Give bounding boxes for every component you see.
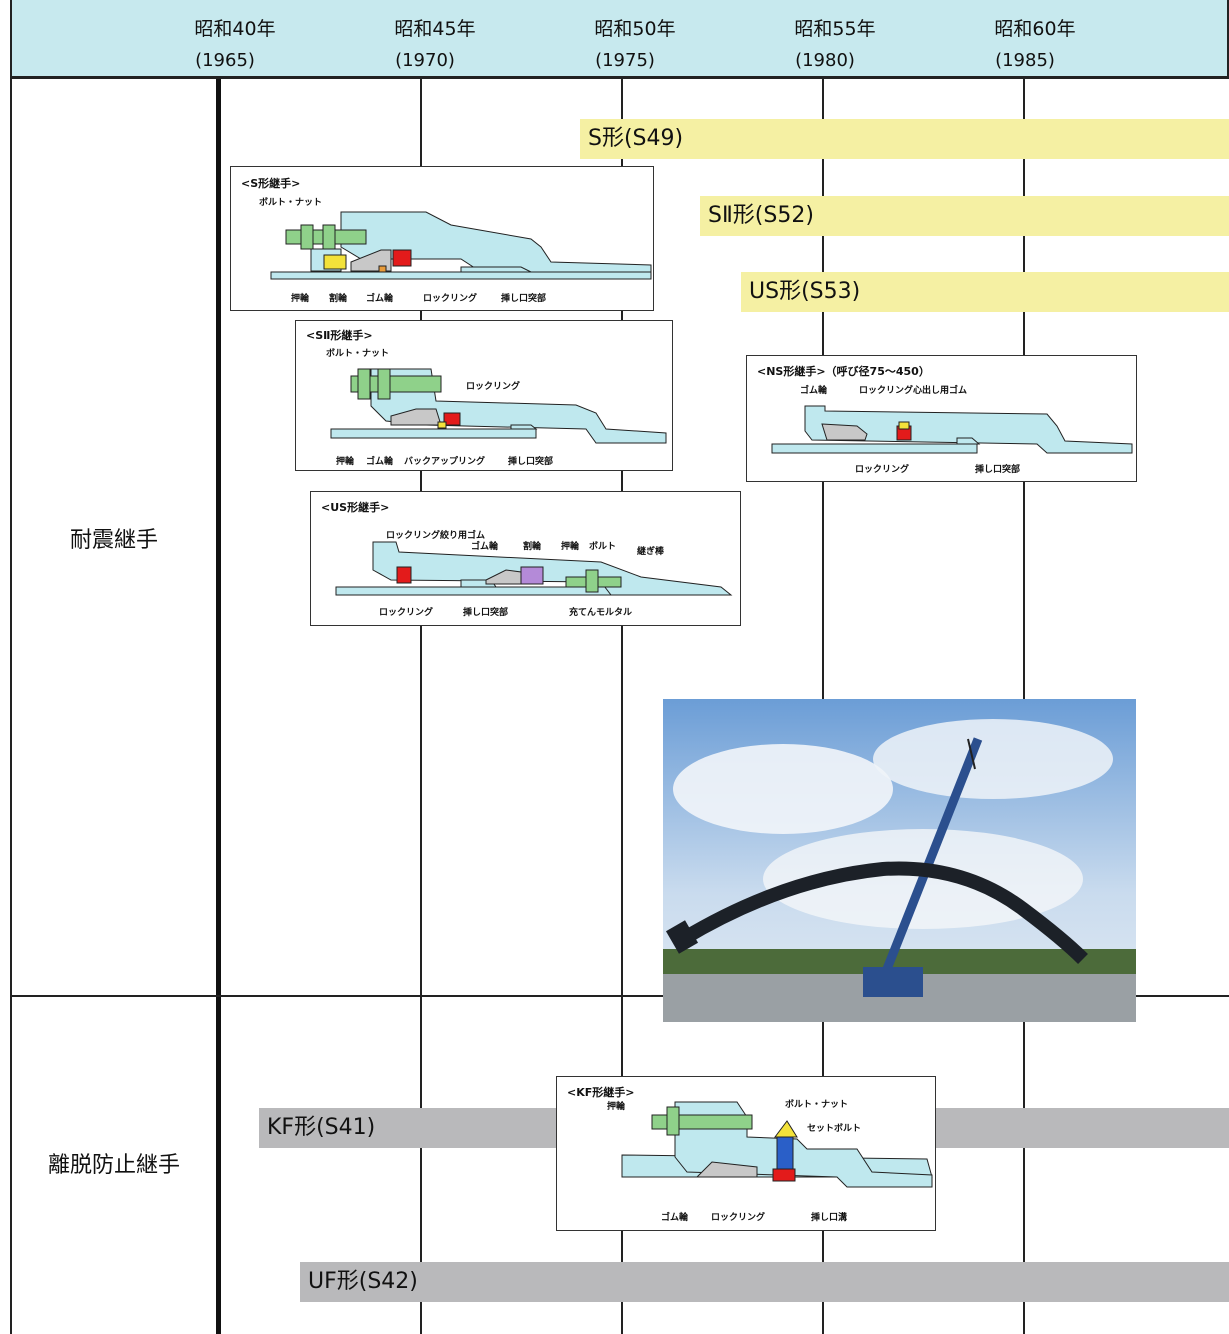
kf-label-spigot-groove: 挿し口溝 <box>811 1213 848 1223</box>
year-ad-1965: (1965) <box>195 50 255 71</box>
us-label-lock-ring: ロックリング <box>379 608 434 618</box>
kf-joint-drawing <box>621 1101 933 1188</box>
diagram-kf-joint: <KF形継手> 押輪 ボルト・ナット セットボルト ゴム輪 ロックリング 挿し口… <box>556 1076 936 1231</box>
ns-joint-drawing <box>771 405 1133 454</box>
kf-label-bolt-nut: ボルト・ナット <box>785 1100 849 1110</box>
year-era-1980: 昭和55年 <box>794 18 876 40</box>
row-separator <box>10 995 1229 997</box>
s2-label-push-ring: 押輪 <box>336 457 355 467</box>
ns-label-lockring-center-rubber: ロックリング心出し用ゴム <box>859 386 968 396</box>
timeline-header: 昭和40年 (1965) 昭和45年 (1970) 昭和50年 (1975) 昭… <box>10 0 1229 79</box>
diagram-s2-joint: <SⅡ形継手> ボルト・ナット ロックリング 押輪 ゴム輪 バックアップリング … <box>295 320 673 471</box>
bar-label-uf: UF形(S42) <box>308 1269 418 1294</box>
us-label-spigot-bead: 挿し口突部 <box>463 608 509 618</box>
s-label-bolt-nut: ボルト・ナット <box>259 198 323 208</box>
bar-label-us: US形(S53) <box>749 279 861 304</box>
gridline-1975 <box>621 79 623 1334</box>
year-era-1970: 昭和45年 <box>394 18 476 40</box>
us-label-rubber-ring: ゴム輪 <box>471 542 499 552</box>
us-label-split-ring: 割輪 <box>523 542 542 552</box>
grid-left-border <box>10 79 12 1334</box>
year-ad-1970: (1970) <box>395 50 455 71</box>
diagram-us-joint: <US形継手> ロックリング絞り用ゴム ゴム輪 割輪 押輪 ボルト 継ぎ棒 ロッ… <box>310 491 741 626</box>
kf-label-lock-ring: ロックリング <box>711 1213 766 1223</box>
bar-label-s: S形(S49) <box>588 126 684 151</box>
year-ad-1985: (1985) <box>995 50 1055 71</box>
diagram-us-title: <US形継手> <box>321 501 390 514</box>
year-era-1965: 昭和40年 <box>194 18 276 40</box>
us-label-filling-mortar: 充てんモルタル <box>569 608 633 618</box>
kf-label-rubber-ring: ゴム輪 <box>661 1213 689 1223</box>
row-label-seismic: 耐震継手 <box>69 528 159 553</box>
diagram-ns-joint: <NS形継手>（呼び径75～450） ゴム輪 ロックリング心出し用ゴム ロックリ… <box>746 355 1137 482</box>
ns-label-lock-ring: ロックリング <box>855 465 910 475</box>
year-ad-1980: (1980) <box>795 50 855 71</box>
s-label-rubber-ring: ゴム輪 <box>366 294 394 304</box>
s-label-lock-ring: ロックリング <box>423 294 478 304</box>
s2-label-lock-ring: ロックリング <box>466 382 521 392</box>
gridline-1970 <box>420 79 422 1334</box>
us-label-bolt: ボルト <box>589 542 617 552</box>
year-era-1985: 昭和60年 <box>994 18 1076 40</box>
diagram-s-joint: <S形継手> ボルト・ナット 押輪 割輪 ゴム輪 ロックリング 挿し口突部 <box>230 166 654 311</box>
kf-label-push-ring: 押輪 <box>607 1102 626 1112</box>
diagram-ns-title: <NS形継手>（呼び径75～450） <box>757 365 930 378</box>
s2-label-backup-ring: バックアップリング <box>404 457 486 467</box>
s-label-spigot-bead: 挿し口突部 <box>501 294 547 304</box>
s2-label-spigot-bead: 挿し口突部 <box>508 457 554 467</box>
timeline-bar-us: US形(S53) <box>741 272 1229 312</box>
year-ad-1975: (1975) <box>595 50 655 71</box>
photo-illustration <box>663 699 1136 1022</box>
s-label-push-ring: 押輪 <box>291 294 310 304</box>
diagram-kf-title: <KF形継手> <box>567 1086 635 1099</box>
timeline-bar-s2: SⅡ形(S52) <box>700 196 1229 236</box>
bar-label-s2: SⅡ形(S52) <box>708 203 814 228</box>
year-era-1975: 昭和50年 <box>594 18 676 40</box>
s-joint-drawing <box>270 211 652 280</box>
us-label-lockring-squeeze-rubber: ロックリング絞り用ゴム <box>386 531 486 541</box>
row-label-separation: 離脱防止継手 <box>47 1153 181 1178</box>
ns-label-spigot-bead: 挿し口突部 <box>975 465 1021 475</box>
ns-label-rubber-ring: ゴム輪 <box>800 386 828 396</box>
diagram-s2-title: <SⅡ形継手> <box>306 329 373 342</box>
grid-label-divider <box>216 79 221 1334</box>
us-joint-drawing <box>335 541 733 596</box>
s2-label-rubber-ring: ゴム輪 <box>366 457 394 467</box>
timeline-bar-s: S形(S49) <box>580 119 1229 159</box>
diagram-s-title: <S形継手> <box>241 177 301 190</box>
us-label-push-ring: 押輪 <box>561 542 580 552</box>
bar-label-kf: KF形(S41) <box>267 1115 376 1140</box>
s-label-split-ring: 割輪 <box>329 294 348 304</box>
kf-label-set-bolt: セットボルト <box>807 1124 862 1134</box>
timeline-bar-uf: UF形(S42) <box>300 1262 1229 1302</box>
us-label-joint-rod: 継ぎ棒 <box>637 547 665 557</box>
s2-label-bolt-nut: ボルト・ナット <box>326 349 390 359</box>
seismic-pipe-bending-test-photo <box>663 699 1136 1022</box>
s2-joint-drawing <box>330 368 667 444</box>
